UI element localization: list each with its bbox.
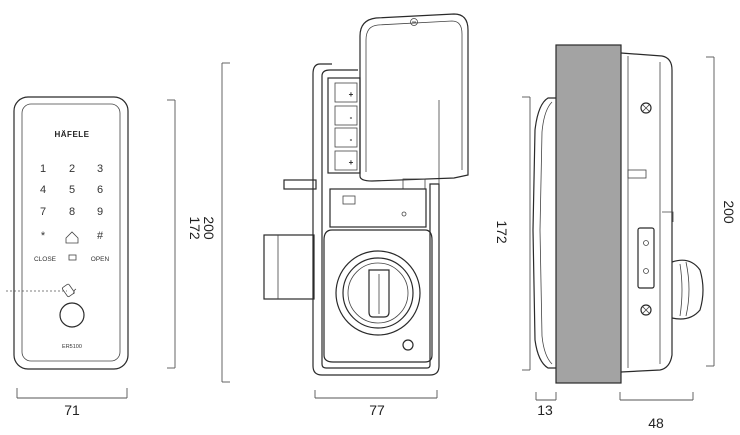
side-thumb-knob[interactable]: [671, 259, 704, 320]
battery-cell-4: +: [334, 150, 358, 171]
thumb-turn-housing: [323, 229, 433, 363]
back-body-outline: [312, 63, 440, 376]
battery-cover-open: [359, 13, 469, 182]
close-label: CLOSE: [34, 256, 57, 263]
key-8[interactable]: 8: [69, 206, 75, 218]
key-7[interactable]: 7: [40, 206, 46, 218]
svg-text:+: +: [349, 90, 354, 99]
front-panel-inner: [21, 103, 121, 362]
key-2[interactable]: 2: [69, 163, 75, 175]
battery-cell-3: -: [334, 127, 358, 148]
side-back-body-profile: [620, 52, 673, 373]
key-4[interactable]: 4: [40, 184, 46, 196]
key-hash[interactable]: #: [97, 230, 104, 242]
key-9[interactable]: 9: [97, 206, 103, 218]
dim-side-depth-back: 48: [648, 415, 664, 431]
key-3[interactable]: 3: [97, 163, 103, 175]
model-label: ER5100: [62, 344, 82, 350]
dim-side-height-outer: 200: [721, 200, 737, 224]
front-keypad-view: HÄFELE 1 2 3 4 5 6 7 8 9 * # CLOSE OPEN: [6, 62, 230, 418]
battery-cell-2: -: [334, 105, 358, 126]
battery-compartment: [327, 77, 361, 174]
side-profile-view: 172 200 13 48: [494, 44, 737, 431]
dim-front-height-outer: 200: [201, 216, 217, 240]
door-slab: [555, 44, 622, 384]
dim-side-depth-front: 13: [537, 402, 553, 418]
key-5[interactable]: 5: [69, 184, 75, 196]
svg-text:-: -: [350, 135, 353, 144]
nfc-card-icon: [62, 283, 77, 298]
back-latch-plate: [263, 234, 315, 300]
open-label: OPEN: [91, 256, 110, 263]
dim-side-height-inner: 172: [494, 220, 510, 244]
key-6[interactable]: 6: [97, 184, 103, 196]
card-icon: [68, 254, 77, 261]
side-slide-switch[interactable]: [637, 227, 655, 289]
keypad-grid: 1 2 3 4 5 6 7 8 9 * #: [40, 163, 104, 244]
battery-cell-1: +: [334, 82, 358, 103]
key-0-home-icon[interactable]: [65, 231, 79, 244]
key-1[interactable]: 1: [40, 163, 46, 175]
dim-front-height-inner: 172: [187, 216, 203, 240]
svg-text:+: +: [349, 158, 354, 167]
back-handle-bar: [283, 179, 317, 190]
fingerprint-sensor[interactable]: [59, 302, 85, 328]
side-front-panel-profile: [532, 97, 556, 369]
thumb-turn-knob[interactable]: [368, 269, 390, 318]
front-body-outline: [13, 96, 129, 370]
key-star[interactable]: *: [41, 230, 46, 242]
brand-logo-text: HÄFELE: [55, 130, 90, 139]
cover-screw-icon: [410, 18, 418, 26]
control-module: [329, 188, 427, 228]
thumb-turn-outer-ring: [335, 250, 421, 336]
side-screw-bottom-icon: [640, 304, 652, 316]
dim-back-width: 77: [369, 402, 385, 418]
back-body-view: + - - +: [263, 13, 469, 418]
side-screw-top-icon: [640, 102, 652, 114]
key-override-hole: [402, 339, 414, 351]
dim-front-width: 71: [64, 402, 80, 418]
svg-text:-: -: [350, 113, 353, 122]
